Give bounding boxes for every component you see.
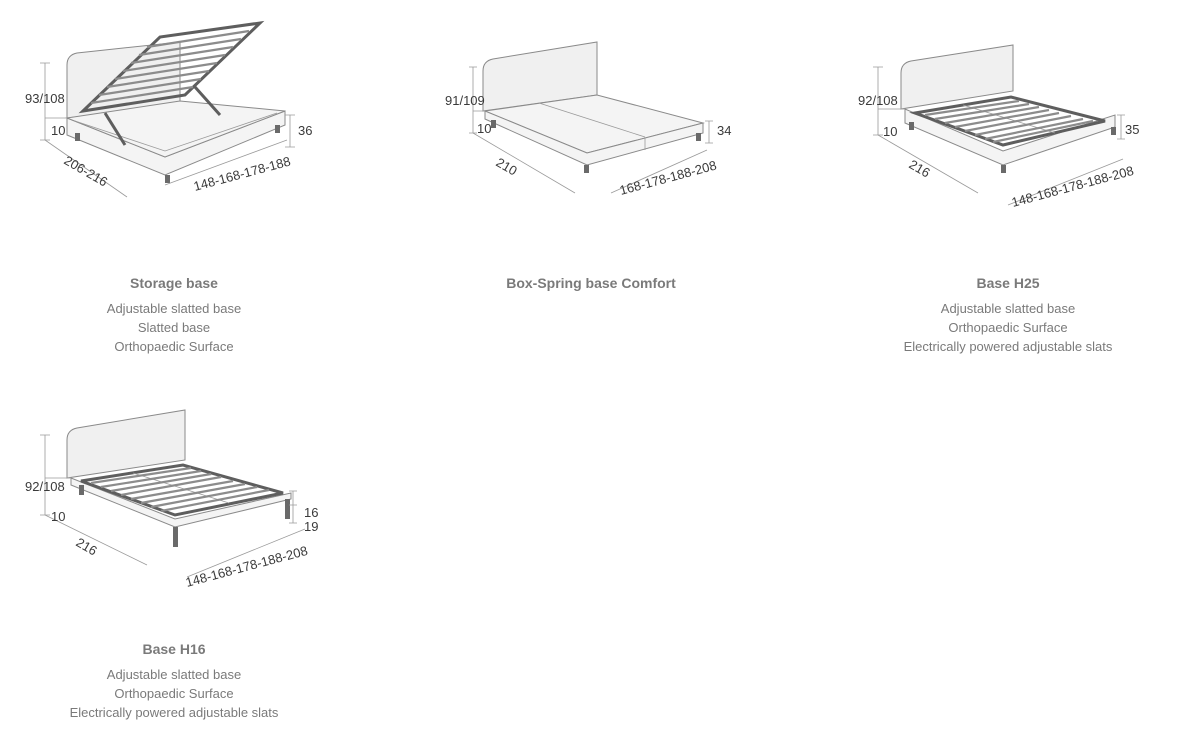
leg xyxy=(491,120,496,128)
box-spring-base-drawing: 91/109 10 34 210 168-178-188-208 xyxy=(445,41,731,198)
dim-height: 91/109 xyxy=(445,93,485,108)
product-option: Orthopaedic Surface xyxy=(948,320,1068,335)
dim-base: 35 xyxy=(1125,122,1139,137)
leg xyxy=(79,485,84,495)
dim-base: 36 xyxy=(298,123,312,138)
dim-height: 92/108 xyxy=(25,479,65,494)
product-option: Electrically powered adjustable slats xyxy=(903,339,1113,354)
bed-frame xyxy=(70,477,292,528)
dim-height: 92/108 xyxy=(858,93,898,108)
lift-piston xyxy=(103,86,222,146)
product-card-box-spring-base: 91/109 10 34 210 168-178-188-208 Box-Spr… xyxy=(410,0,770,360)
storage-base-drawing: 93/108 10 36 206-216 148-168-178-188 xyxy=(25,20,312,198)
slatted-frame xyxy=(909,95,1106,147)
leg xyxy=(909,122,914,130)
dim-width: 148-168-178-188-208 xyxy=(184,543,309,590)
product-title: Box-Spring base Comfort xyxy=(506,275,676,291)
dim-base-top: 16 xyxy=(304,505,318,520)
leg xyxy=(584,165,589,173)
leg xyxy=(696,133,701,141)
dim-base: 34 xyxy=(717,123,731,138)
headboard xyxy=(66,409,186,479)
product-title: Storage base xyxy=(130,275,218,291)
box-spring-base-caption: Box-Spring base Comfort xyxy=(411,275,771,299)
base-h25-drawing: 92/108 10 35 216 148-168-178-188-208 xyxy=(858,44,1139,210)
product-option: Orthopaedic Surface xyxy=(114,686,234,701)
dim-width: 168-178-188-208 xyxy=(618,158,718,198)
dim-length: 216 xyxy=(907,157,933,181)
dim-leg: 10 xyxy=(477,121,491,136)
bed-base xyxy=(484,110,704,166)
leg xyxy=(173,527,178,547)
leg xyxy=(275,125,280,133)
dim-height: 93/108 xyxy=(25,91,65,106)
headboard xyxy=(900,44,1014,110)
product-title: Base H16 xyxy=(142,641,206,657)
product-option: Adjustable slatted base xyxy=(106,301,242,316)
leg xyxy=(75,133,80,141)
dim-leg: 10 xyxy=(51,509,65,524)
base-h16-drawing: 92/108 10 16 19 216 148-168-178-188-208 xyxy=(25,409,318,590)
bed-top-surface xyxy=(65,100,286,158)
product-card-base-h25: 92/108 10 35 216 148-168-178-188-208 Bas… xyxy=(828,0,1177,360)
headboard xyxy=(482,41,598,112)
leg xyxy=(1001,165,1006,173)
storage-base-caption: Storage base Adjustable slatted base Sla… xyxy=(0,275,354,356)
base-h25-caption: Base H25 Adjustable slatted base Orthopa… xyxy=(828,275,1177,356)
product-option: Adjustable slatted base xyxy=(106,667,242,682)
product-card-storage-base: 93/108 10 36 206-216 148-168-178-188 Sto… xyxy=(0,0,360,360)
dim-leg: 10 xyxy=(883,124,897,139)
product-option: Adjustable slatted base xyxy=(940,301,1076,316)
dim-width: 148-168-178-188 xyxy=(192,154,292,194)
leg xyxy=(165,175,170,183)
dim-width: 148-168-178-188-208 xyxy=(1010,163,1135,210)
product-option: Electrically powered adjustable slats xyxy=(69,705,279,720)
leg xyxy=(1111,127,1116,135)
slats xyxy=(924,99,1094,144)
dim-length: 206-216 xyxy=(62,153,111,190)
product-option: Slatted base xyxy=(137,320,211,335)
product-title: Base H25 xyxy=(976,275,1040,291)
dim-length: 216 xyxy=(74,535,100,559)
product-card-base-h16: 92/108 10 16 19 216 148-168-178-188-208 … xyxy=(0,390,360,732)
lifted-slats xyxy=(90,29,250,105)
dim-leg: 10 xyxy=(51,123,65,138)
base-h16-caption: Base H16 Adjustable slatted base Orthopa… xyxy=(0,641,354,722)
dim-base-bottom: 19 xyxy=(304,519,318,534)
slats xyxy=(90,466,270,513)
leg xyxy=(285,499,290,519)
product-option: Orthopaedic Surface xyxy=(114,339,234,354)
slatted-frame xyxy=(80,463,284,517)
